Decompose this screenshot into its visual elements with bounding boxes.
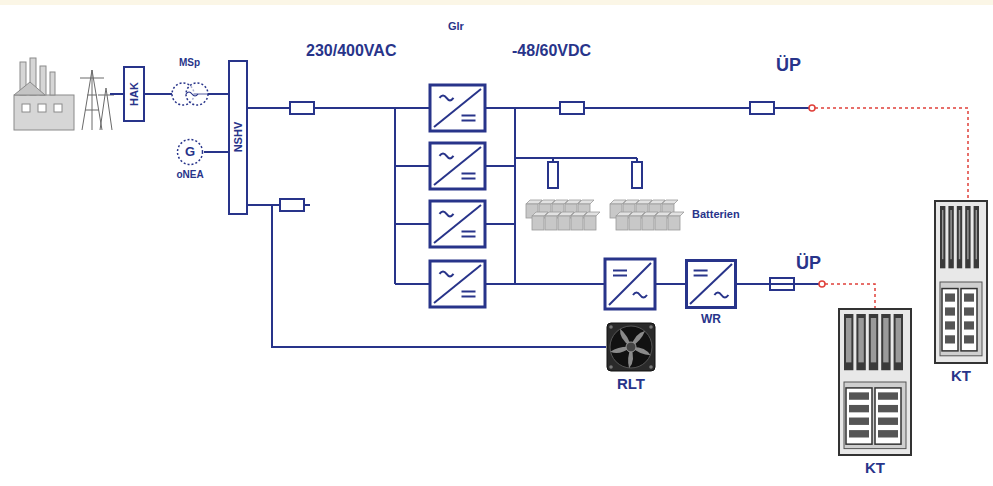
transfer-point <box>809 105 815 111</box>
battery-cell <box>558 216 570 230</box>
rack-node: KT <box>934 200 988 364</box>
device-box: HAK <box>123 66 145 122</box>
battery-banks <box>526 200 684 230</box>
device-box: WR <box>685 259 737 309</box>
node-caption: KT <box>865 460 885 477</box>
fuse-symbol <box>560 102 584 114</box>
rack-node: KT <box>838 308 912 456</box>
battery-cell <box>668 216 680 230</box>
fuse-symbol <box>632 162 642 188</box>
node-outline <box>685 259 737 309</box>
node-caption: WR <box>701 313 721 326</box>
fuse-symbol <box>290 102 314 114</box>
rectifier-symbol <box>430 143 485 189</box>
node-caption: RLT <box>617 376 645 393</box>
fuse-symbol <box>750 102 774 114</box>
battery-cell <box>662 200 678 204</box>
rack-illustration <box>838 308 912 456</box>
power-line <box>737 281 875 308</box>
node-label: G <box>185 145 195 159</box>
dc-ac-converter-symbol <box>605 259 655 309</box>
battery-cell <box>571 216 583 230</box>
diagram-label: ÜP <box>796 254 821 274</box>
rectifier-symbol <box>430 201 485 247</box>
battery-cell <box>578 200 594 204</box>
fan-node: RLT <box>606 322 656 372</box>
feed-line <box>815 108 968 200</box>
device-box: NSHV <box>228 60 248 215</box>
node-label: HAK <box>128 82 140 106</box>
battery-cell <box>584 216 596 230</box>
diagram-label: 230/400VAC <box>306 42 396 60</box>
battery-cell <box>668 212 684 216</box>
power-line <box>204 152 228 153</box>
battery-cell <box>629 216 641 230</box>
battery-cell <box>616 216 628 230</box>
node-label: NSHV <box>232 122 244 153</box>
diagram-label: ÜP <box>776 56 801 76</box>
battery-cell <box>584 212 600 216</box>
node-caption: oNEA <box>176 169 203 180</box>
rectifier-symbol <box>430 85 485 131</box>
transformer-mark <box>186 92 198 96</box>
generator-circle: GoNEA <box>176 138 204 166</box>
fuse-symbol <box>280 199 304 211</box>
diagram-label: Glr <box>448 20 464 32</box>
transformer-coil <box>186 83 208 105</box>
fan-illustration <box>606 322 656 372</box>
battery-cell <box>545 216 557 230</box>
diagram-label: -48/60VDC <box>512 42 591 60</box>
fuse-symbol <box>548 162 558 188</box>
battery-cell <box>655 216 667 230</box>
battery-cell <box>532 216 544 230</box>
rectifier-symbols <box>430 85 655 309</box>
power-plant-icon <box>14 58 114 130</box>
diagram-label: Batterien <box>692 208 740 220</box>
node-caption: KT <box>951 368 971 385</box>
rectifier-symbol <box>430 261 485 307</box>
rack-illustration <box>934 200 988 364</box>
top-band <box>0 0 993 5</box>
diagram-label: MSp <box>179 57 200 68</box>
power-line <box>248 205 606 347</box>
battery-cell <box>642 216 654 230</box>
